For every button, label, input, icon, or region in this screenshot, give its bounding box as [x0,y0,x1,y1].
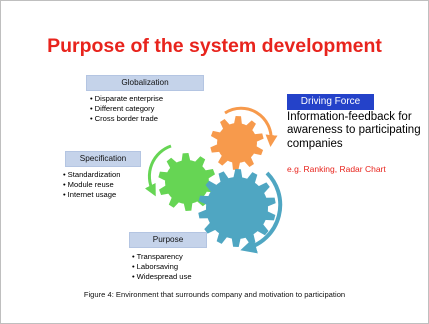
list-item: Widespread use [132,272,192,282]
orange-gear-icon [210,116,264,170]
orange-rotation-arrow [224,106,278,147]
driving-force-badge: Driving Force [287,94,374,110]
specification-heading: Specification [65,151,141,167]
globalization-heading: Globalization [86,75,204,91]
list-item: Laborsaving [132,262,192,272]
list-item: Standardization [63,170,121,180]
figure-caption: Figure 4: Environment that surrounds com… [83,290,346,299]
blue-rotation-arrow [240,171,283,254]
driving-force-example: e.g. Ranking, Radar Chart [287,164,386,174]
list-item: Different category [90,104,163,114]
list-item: Transparency [132,252,192,262]
gear-orange-hub [217,123,257,163]
slide-title: Purpose of the system development [47,35,382,57]
list-item: Internet usage [63,190,120,200]
gear-green-hub [165,160,209,204]
driving-force-description: Information-feedback for awareness to pa… [287,111,421,150]
specification-list: Standardization Module reuse Internet us… [63,170,121,200]
globalization-list: Disparate enterprise Different category … [90,94,163,124]
purpose-list: Transparency Laborsaving Widespread use [132,252,192,282]
list-item: Module reuse [63,180,120,190]
blue-gear-icon [198,169,276,247]
list-item: Disparate enterprise [90,94,163,104]
purpose-heading: Purpose [129,232,207,248]
green-rotation-arrow [144,144,172,197]
list-item: Cross border trade [90,114,163,124]
gear-blue-hub [206,177,268,239]
